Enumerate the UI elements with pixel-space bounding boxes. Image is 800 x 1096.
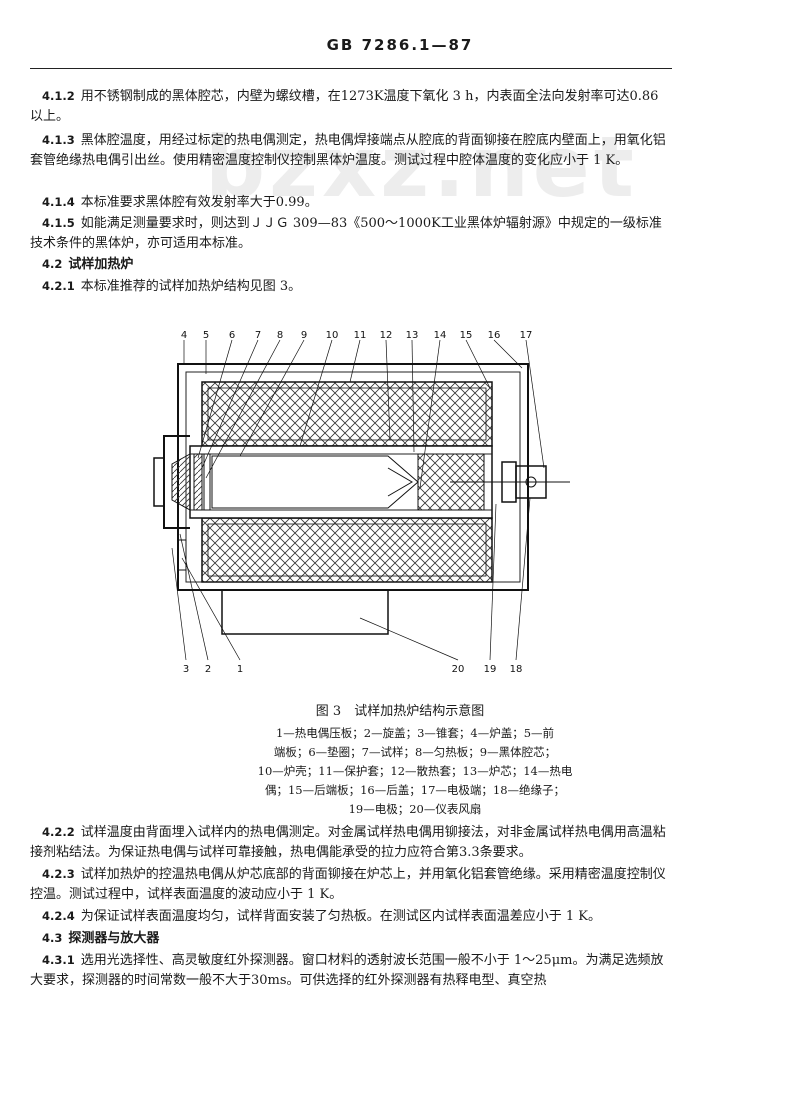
svg-text:14: 14 [434,330,447,341]
svg-text:9: 9 [301,330,307,341]
svg-text:2: 2 [205,664,211,675]
page-header: GB 7286.1—87 [326,36,474,54]
legend-line: 偶；15—后端板；16—后盖；17—电极端；18—绝缘子； [264,783,566,797]
svg-text:15: 15 [460,330,473,341]
svg-text:10: 10 [326,330,339,341]
svg-text:1: 1 [237,664,243,675]
svg-text:11: 11 [354,330,367,341]
legend-line: 10—炉壳；11—保护套；12—散热套；13—炉芯；14—热电 [257,764,573,778]
svg-text:6: 6 [229,330,235,341]
header-rule [30,68,672,69]
legend-line: 端板；6—垫圈；7—试样；8—匀热板；9—黑体腔芯； [273,745,557,759]
svg-text:12: 12 [380,330,393,341]
svg-text:19: 19 [484,664,497,675]
svg-text:8: 8 [277,330,283,341]
svg-text:7: 7 [255,330,261,341]
svg-text:16: 16 [488,330,501,341]
svg-text:17: 17 [520,330,533,341]
legend-line: 19—电极；20—仪表风扇 [348,802,482,816]
svg-text:3: 3 [183,664,189,675]
figure-legend: 1—热电偶压板；2—旋盖；3—锥套；4—炉盖；5—前 端板；6—垫圈；7—试样；… [150,724,680,819]
svg-text:4: 4 [181,330,187,341]
figure-caption: 图 3 试样加热炉结构示意图 [315,704,485,719]
watermark: bzxz.net [205,118,638,216]
svg-text:5: 5 [203,330,209,341]
svg-text:18: 18 [510,664,523,675]
svg-text:20: 20 [452,664,465,675]
svg-text:13: 13 [406,330,419,341]
legend-line: 1—热电偶压板；2—旋盖；3—锥套；4—炉盖；5—前 [275,726,555,740]
